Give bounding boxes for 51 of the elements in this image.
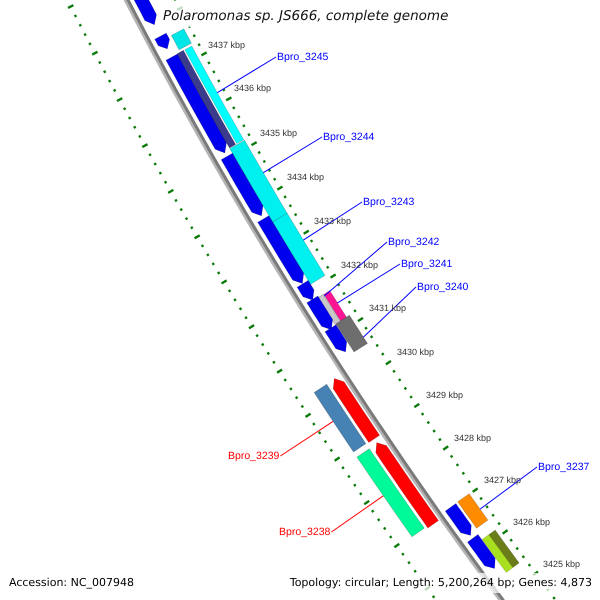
leader-line	[216, 56, 276, 94]
gene-block	[154, 32, 170, 50]
tick-label: 3433 kbp	[314, 216, 352, 226]
tick-label: 3425 kbp	[543, 559, 580, 569]
gene-label: Bpro_3237	[538, 461, 590, 473]
tick-label: 3436 kbp	[234, 83, 272, 93]
leader-line	[337, 264, 400, 304]
tick-label: 3435 kbp	[260, 128, 298, 138]
gene-label: Bpro_3241	[401, 258, 452, 270]
leader-line	[330, 495, 384, 532]
gene-block	[356, 448, 425, 538]
gene-block	[323, 290, 348, 322]
gene-block	[176, 50, 236, 148]
leader-line	[324, 242, 388, 296]
gene-label: Bpro_3242	[388, 236, 440, 248]
gene-label: Bpro_3238	[279, 526, 330, 538]
gene-label: Bpro_3244	[323, 131, 374, 143]
tick-label: 3434 kbp	[287, 172, 324, 182]
gene-label: Bpro_3243	[363, 196, 414, 208]
tick-label: 3437 kbp	[208, 40, 246, 50]
gene-block	[220, 152, 264, 216]
tick-label: 3430 kbp	[397, 347, 434, 357]
leader-line	[262, 136, 322, 174]
gene-block	[324, 324, 347, 352]
gene-block	[229, 140, 288, 222]
gene-label: Bpro_3240	[417, 281, 468, 293]
gene-label: Bpro_3239	[228, 450, 280, 462]
gene-block	[482, 530, 520, 573]
tick-label: 3432 kbp	[341, 260, 378, 270]
gene-block	[306, 296, 333, 330]
gene-block	[457, 493, 488, 529]
tick-label: 3427 kbp	[484, 475, 522, 485]
tick-label: 3428 kbp	[454, 433, 492, 443]
leader-line	[362, 286, 416, 338]
leader-line	[280, 420, 334, 456]
leader-line	[480, 466, 538, 510]
footer-text: Topology: circular; Length: 5,200,264 bp; Genes: 4,873	[288, 573, 594, 593]
tick-label: 3429 kbp	[426, 390, 464, 400]
gene-block	[335, 314, 368, 352]
gene-block	[376, 442, 439, 528]
gene-block	[257, 215, 304, 284]
gene-block	[314, 384, 366, 452]
tick-label: 3426 kbp	[513, 517, 550, 527]
gene-block	[296, 280, 314, 300]
gene-block	[166, 54, 227, 154]
gene-block	[171, 28, 192, 50]
gene-block	[467, 534, 496, 569]
gene-label: Bpro_3245	[277, 51, 328, 63]
leader-line	[302, 202, 362, 241]
gene-block	[332, 378, 380, 443]
gene-block	[444, 503, 472, 536]
